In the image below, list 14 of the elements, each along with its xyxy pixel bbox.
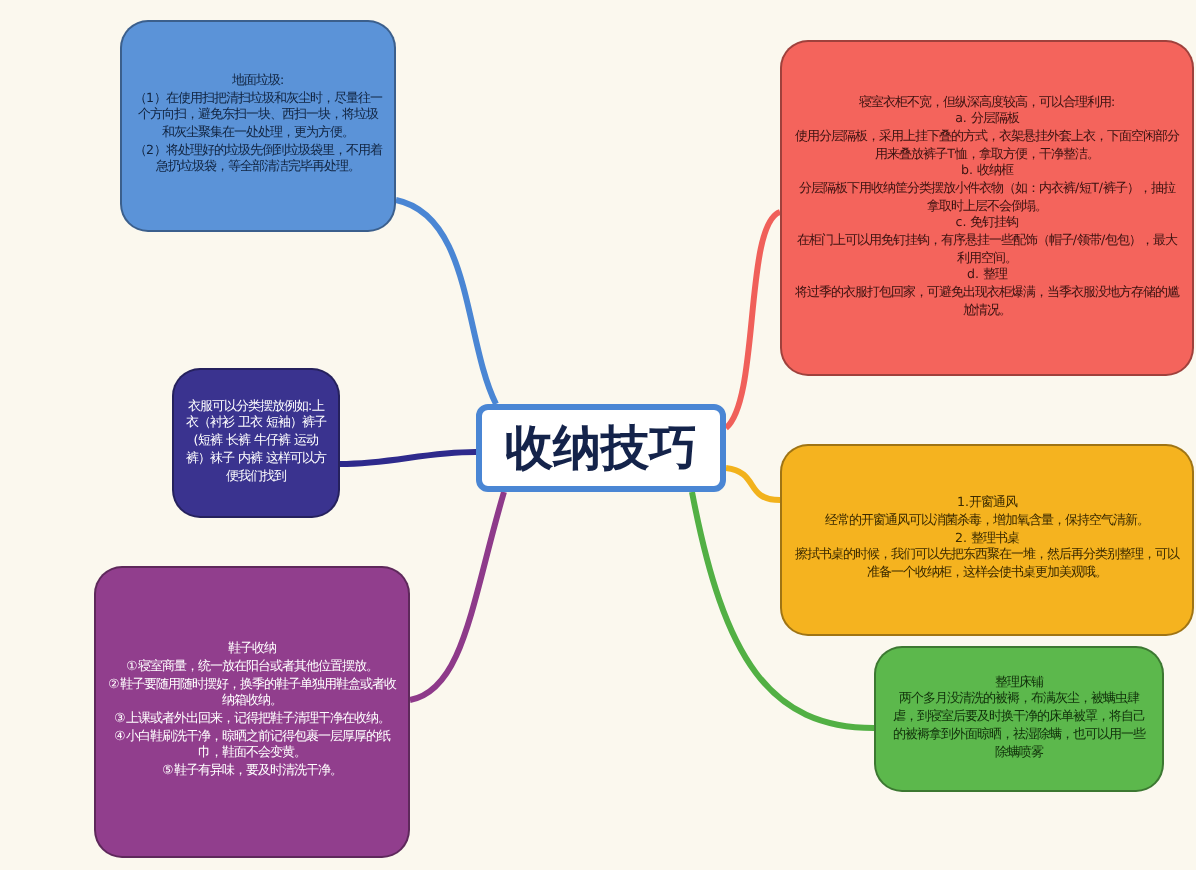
topic-box [780, 444, 1194, 636]
topic-box [874, 646, 1164, 792]
branch-line [395, 197, 499, 406]
branch-line [723, 209, 782, 430]
topic-box [120, 20, 396, 232]
topic-title: 收纳技巧 [505, 421, 697, 475]
branch-line [339, 449, 477, 467]
topic-box [172, 368, 340, 518]
branch-line [725, 465, 781, 503]
branch-line [409, 491, 507, 703]
topic-box [94, 566, 410, 858]
branch-line [689, 491, 875, 731]
topic-box [780, 40, 1194, 376]
central-topic-box [476, 404, 726, 492]
